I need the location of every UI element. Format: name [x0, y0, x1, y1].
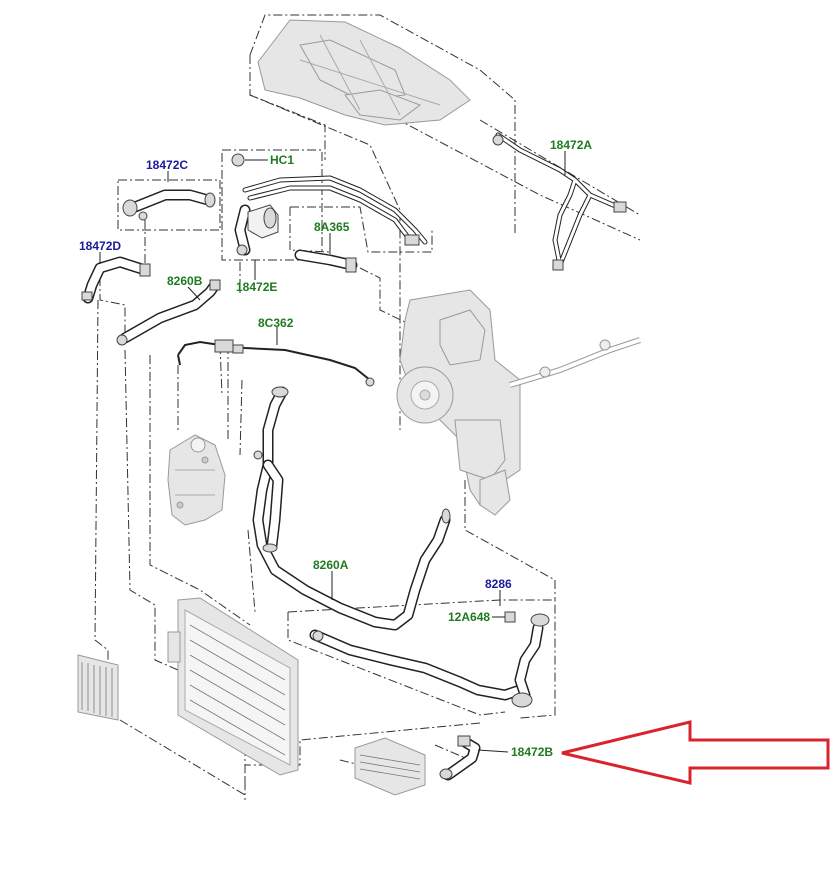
label-8C362: 8C362	[258, 316, 294, 330]
leader-lines	[99, 151, 566, 753]
label-18472E: 18472E	[236, 280, 277, 294]
intake-manifold	[257, 19, 471, 126]
hose-8A365[interactable]	[294, 249, 358, 273]
label-18472C: 18472C	[146, 158, 188, 172]
auxiliary-radiator	[77, 654, 119, 721]
hose-18472C[interactable]	[122, 189, 216, 221]
oil-cooler	[354, 737, 426, 796]
hose-HC1-assembly[interactable]	[231, 153, 428, 246]
assembly-dashed-lines	[94, 14, 641, 800]
thermostat-housing	[167, 434, 226, 526]
hose-8260A[interactable]	[252, 386, 451, 631]
label-18472A: 18472A	[550, 138, 592, 152]
hose-18472B[interactable]	[439, 735, 481, 781]
valve-18472E[interactable]	[234, 204, 279, 256]
hose-8286-group[interactable]	[309, 611, 550, 708]
hose-18472D[interactable]	[81, 256, 151, 304]
pipe-8C362[interactable]	[177, 339, 375, 387]
label-12A648: 12A648	[448, 610, 490, 624]
hose-8260B[interactable]	[116, 279, 221, 346]
label-HC1: HC1	[270, 153, 294, 167]
label-18472B: 18472B	[511, 745, 553, 759]
hose-18472A[interactable]	[492, 132, 627, 271]
label-8260B: 8260B	[167, 274, 203, 288]
label-8260A: 8260A	[313, 558, 349, 572]
red-pointer-arrow	[561, 720, 830, 785]
label-8A365: 8A365	[314, 220, 350, 234]
radiator	[167, 597, 299, 776]
label-18472D: 18472D	[79, 239, 121, 253]
engine-block-assembly	[396, 289, 641, 516]
label-8286: 8286	[485, 577, 512, 591]
